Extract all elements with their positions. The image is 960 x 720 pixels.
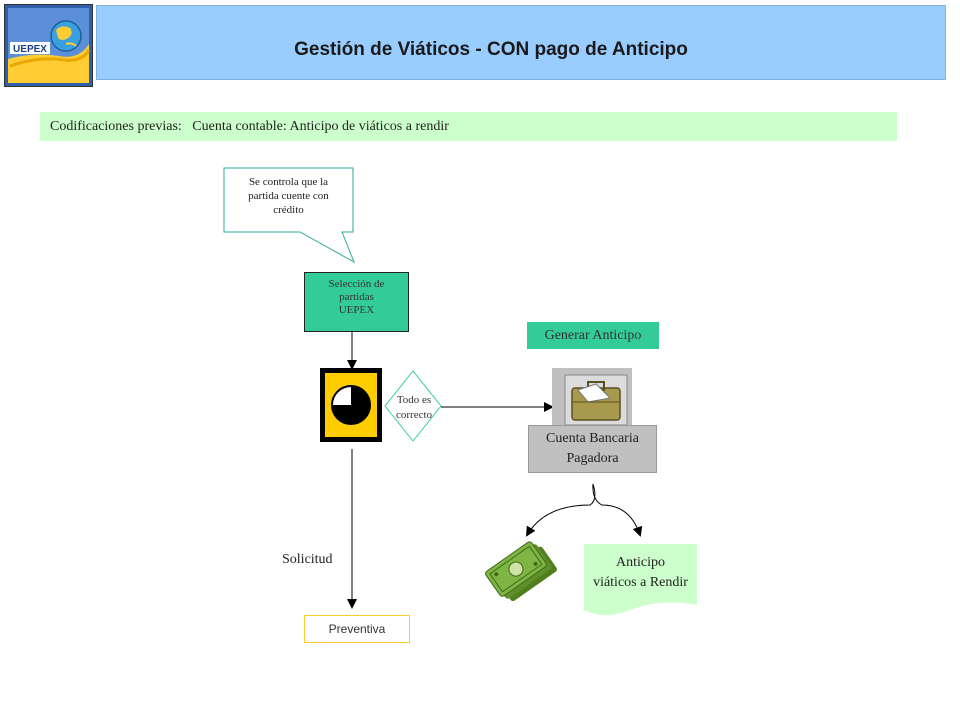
money-icon	[485, 541, 557, 601]
anticipo-document	[584, 544, 697, 615]
anticipo-line: Anticipo	[616, 555, 665, 570]
briefcase-icon	[552, 368, 632, 426]
generar-anticipo-box: Generar Anticipo	[527, 322, 659, 349]
arrow-cuenta-to-anticipo	[592, 483, 643, 537]
callout-text: Se controla que la partida cuente con cr…	[224, 168, 353, 232]
preventiva-box: Preventiva	[304, 615, 410, 643]
seleccion-line: Selección de	[328, 278, 385, 290]
decision-text: Todo es correcto	[386, 390, 442, 430]
decision-diamond	[384, 370, 442, 442]
arrow-cuenta-to-money	[525, 483, 596, 537]
seleccion-partidas-box: Selección de partidas UEPEX	[304, 272, 409, 332]
seleccion-line: UEPEX	[338, 304, 375, 316]
seleccion-line: partidas	[339, 291, 374, 303]
callout-line: crédito	[273, 204, 304, 216]
decision-line: correcto	[395, 409, 433, 421]
uepex-logo: UEPEX	[3, 3, 94, 88]
cuenta-bancaria-box: Cuenta Bancaria Pagadora	[528, 425, 657, 473]
solicitud-label: Solicitud	[282, 552, 333, 567]
anticipo-line: viáticos a Rendir	[593, 575, 688, 590]
cuenta-line: Cuenta Bancaria	[546, 431, 639, 446]
decision-line: Todo es	[396, 394, 432, 406]
page-title: Gestión de Viáticos - CON pago de Antici…	[294, 38, 688, 60]
clock-icon	[320, 368, 382, 442]
callout-line: Se controla que la	[248, 176, 329, 188]
cuenta-line: Pagadora	[566, 451, 619, 466]
anticipo-document-text: Anticipo viáticos a Rendir	[584, 553, 697, 597]
title-bar	[96, 5, 946, 80]
callout-bubble	[223, 167, 355, 264]
callout-line: partida cuente con	[248, 190, 329, 202]
codificaciones-bar: Codificaciones previas: Cuenta contable:…	[40, 112, 897, 141]
logo-text: UEPEX	[13, 44, 47, 55]
